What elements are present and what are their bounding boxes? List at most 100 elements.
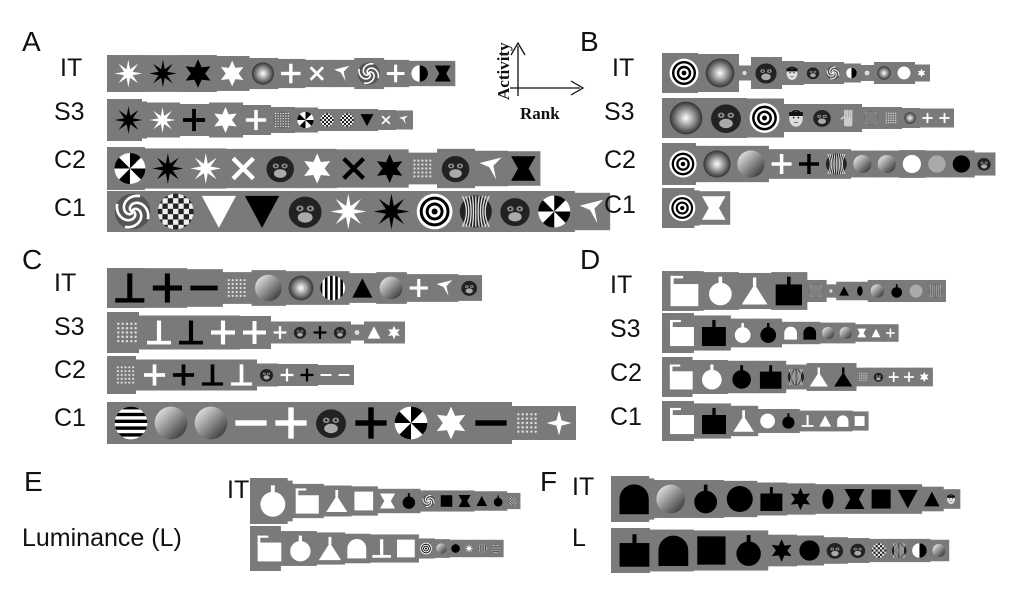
stimulus-star6-white-icon bbox=[304, 153, 331, 184]
rank-strip bbox=[662, 401, 869, 441]
stimulus-disc-black-icon bbox=[451, 544, 460, 553]
stimulus-disc-stem-black-icon bbox=[493, 495, 503, 507]
stimulus-cross-white-icon bbox=[939, 112, 950, 124]
stimulus-gradient-disc-icon bbox=[379, 276, 403, 300]
stimulus-square-stem-white-icon bbox=[669, 364, 693, 390]
stimulus-cross-white-icon bbox=[771, 154, 792, 174]
rank-strip bbox=[107, 191, 611, 232]
stimulus-glider-white-icon bbox=[436, 280, 453, 296]
panel-label-f: F bbox=[540, 466, 558, 497]
stimulus-star8-white-icon bbox=[114, 59, 143, 88]
axis-legend: Activity Rank bbox=[494, 38, 590, 128]
stimulus-star6-white-icon bbox=[220, 60, 244, 87]
stimulus-bullseye-icon bbox=[669, 58, 699, 88]
stimulus-square-stem-black-icon bbox=[759, 365, 782, 389]
stimulus-cross-black-icon bbox=[172, 364, 195, 386]
stimulus-triangle-white-icon bbox=[819, 415, 832, 427]
stimulus-monkey-icon bbox=[500, 198, 530, 227]
stimulus-cross-white-icon bbox=[273, 326, 287, 339]
stimulus-square-stem-black-icon bbox=[619, 534, 650, 567]
stimulus-x-black-icon bbox=[342, 157, 366, 180]
stimulus-cross-white-icon bbox=[211, 320, 235, 345]
panel-label-c: C bbox=[22, 244, 43, 275]
stimulus-star8-white-icon bbox=[464, 543, 474, 554]
stimulus-radial-dark-icon bbox=[251, 62, 275, 85]
stimulus-bar-black-icon bbox=[190, 285, 218, 291]
stimulus-disc-black-icon bbox=[799, 540, 820, 561]
stimulus-dot-grid-icon bbox=[517, 413, 537, 433]
stimulus-monkey-icon bbox=[711, 104, 741, 133]
stimulus-disc-white-icon bbox=[760, 413, 775, 429]
stimulus-disc-white-icon bbox=[897, 66, 911, 80]
stimulus-disc-gray-icon bbox=[909, 284, 923, 298]
stimulus-bar-white-icon bbox=[320, 374, 332, 376]
stimulus-half-disc-icon bbox=[411, 65, 428, 82]
stimulus-gradient-disc-icon bbox=[255, 274, 282, 302]
stimulus-bullseye-icon bbox=[416, 193, 453, 230]
stimulus-monkey-icon bbox=[293, 326, 307, 339]
stimulus-gradient-disc-icon bbox=[194, 406, 228, 440]
row-label: Luminance (L) bbox=[22, 524, 182, 552]
stimulus-monkey-icon bbox=[288, 196, 322, 228]
stimulus-x-white-icon bbox=[231, 156, 255, 181]
stimulus-dot-small-icon bbox=[829, 289, 833, 293]
stimulus-face-icon bbox=[789, 109, 803, 127]
rank-strip bbox=[662, 357, 933, 397]
stimulus-dot-small-icon bbox=[354, 330, 360, 335]
stimulus-star8-black-icon bbox=[152, 153, 184, 184]
stimulus-dot-grid-icon bbox=[117, 322, 137, 343]
stimulus-stripes-v-icon bbox=[477, 543, 487, 554]
stimulus-pinwheel-icon bbox=[394, 406, 428, 440]
stimulus-pinwheel-icon bbox=[114, 153, 146, 184]
stimulus-radial-dark-icon bbox=[703, 150, 731, 178]
stimulus-cross-black-icon bbox=[799, 154, 819, 174]
stimulus-gradient-disc-icon bbox=[932, 544, 946, 557]
stimulus-cross-white-icon bbox=[409, 278, 428, 298]
row-label: S3 bbox=[54, 313, 85, 341]
stimulus-gradient-disc-icon bbox=[821, 326, 835, 340]
stimulus-bullseye-icon bbox=[669, 194, 696, 222]
stimulus-monkey-icon bbox=[316, 409, 346, 438]
stimulus-cross-white-icon bbox=[904, 372, 914, 382]
stimulus-glider-white-icon bbox=[579, 199, 604, 224]
row-label: IT bbox=[612, 54, 635, 82]
rank-strip bbox=[662, 188, 731, 228]
stimulus-disc-stem-white-icon bbox=[734, 323, 751, 343]
stimulus-hourglass-black-icon bbox=[434, 65, 451, 82]
stimulus-star8-black-icon bbox=[114, 106, 143, 134]
row-label: C2 bbox=[54, 356, 86, 384]
stimulus-square-stem-white-icon bbox=[670, 319, 694, 347]
stimulus-spiral-icon bbox=[826, 66, 840, 80]
stimulus-disc-stem-white-icon bbox=[290, 535, 311, 562]
stimulus-radial-dark-icon bbox=[705, 58, 735, 88]
stimulus-bar-white-icon bbox=[235, 420, 267, 426]
stimulus-disc-stem-black-icon bbox=[736, 535, 761, 566]
stimulus-star8-white-icon bbox=[190, 153, 222, 184]
stimulus-star6-white-icon bbox=[214, 107, 237, 133]
stimulus-moire-icon bbox=[787, 368, 804, 386]
stimulus-star6-white-icon bbox=[917, 68, 926, 78]
stimulus-square-black-icon bbox=[871, 489, 891, 509]
stimulus-hourglass-white-icon bbox=[380, 493, 396, 509]
stimulus-radial-dark-icon bbox=[877, 66, 891, 80]
stimulus-cross-white-icon bbox=[243, 321, 266, 344]
stimulus-square-stem-black-icon bbox=[702, 407, 726, 435]
stimulus-disc-stem-black-icon bbox=[891, 284, 903, 298]
stimulus-gradient-disc-icon bbox=[656, 484, 686, 514]
stimulus-square-stem-white-icon bbox=[257, 535, 282, 562]
stimulus-triangle-stem-white-icon bbox=[809, 367, 828, 387]
rank-strip bbox=[662, 313, 899, 353]
stimulus-checker-dots-icon bbox=[809, 284, 823, 298]
row-label: IT bbox=[227, 476, 250, 504]
stimulus-triangle-black-icon bbox=[924, 491, 940, 507]
stimulus-bar-black-icon bbox=[475, 420, 507, 426]
row-label: IT bbox=[54, 269, 77, 297]
stimulus-disc-black-icon bbox=[726, 485, 753, 513]
stimulus-stripes-h-icon bbox=[114, 406, 148, 440]
stimulus-star8-white-icon bbox=[149, 107, 176, 133]
stimulus-radial-dark-icon bbox=[288, 275, 314, 301]
stimulus-arch-white-icon bbox=[837, 415, 849, 427]
panel-label-d: D bbox=[580, 244, 601, 275]
stimulus-monkey-icon bbox=[806, 67, 820, 80]
